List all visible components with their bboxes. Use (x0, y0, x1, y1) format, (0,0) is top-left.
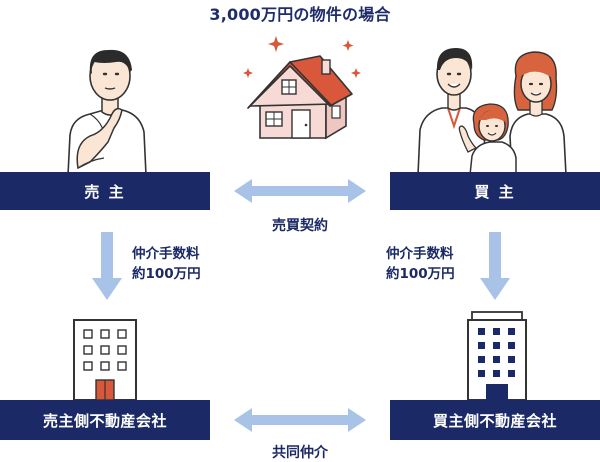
buyer-fee-line2: 約100万円 (386, 266, 455, 282)
seller-agency-label: 売主側不動産会社 (42, 411, 167, 430)
joint-label: 共同仲介 (272, 445, 328, 461)
office-building-icon (467, 311, 527, 400)
double-arrow-icon (234, 179, 366, 203)
buyer-agency-label: 買主側不動産会社 (432, 411, 557, 430)
seller-label: 売 主 (84, 182, 126, 201)
family-icon (417, 48, 567, 175)
buyer-fee-line1: 仲介手数料 (386, 246, 454, 262)
seller-agency-bar: 売主側不動産会社 (0, 400, 210, 440)
down-arrow-icon (480, 232, 510, 300)
page-title: 3,000万円の物件の場合 (209, 5, 391, 24)
buyer-agency-bar: 買主側不動産会社 (390, 400, 600, 440)
house-icon (243, 36, 361, 140)
office-building-icon (73, 319, 137, 400)
sparkle-icon (243, 36, 361, 78)
double-arrow-icon (234, 408, 366, 432)
thinking-man-icon (67, 49, 147, 175)
down-arrow-icon (92, 232, 122, 300)
buyer-bar: 買 主 (390, 172, 600, 210)
contract-label: 売買契約 (272, 218, 328, 234)
seller-fee-line2: 約100万円 (132, 266, 201, 282)
seller-fee: 仲介手数料 約100万円 (132, 244, 201, 284)
seller-fee-line1: 仲介手数料 (132, 246, 200, 262)
buyer-fee: 仲介手数料 約100万円 (386, 244, 455, 284)
seller-bar: 売 主 (0, 172, 210, 210)
buyer-label: 買 主 (474, 182, 516, 201)
